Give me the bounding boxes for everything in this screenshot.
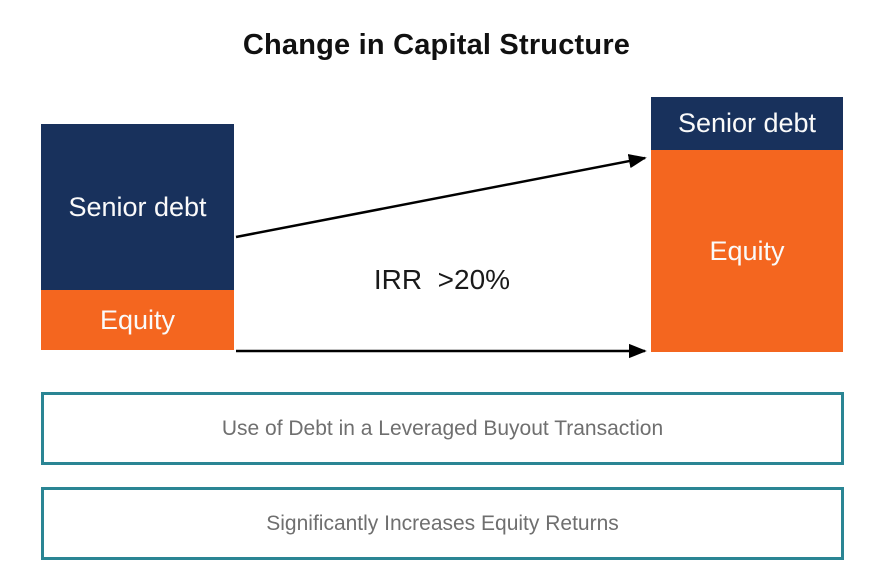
irr-annotation: IRR >20% [373, 264, 511, 295]
callout-use-of-debt-text: Use of Debt in a Leveraged Buyout Transa… [221, 416, 664, 440]
after-senior-debt-segment: Senior debt [651, 97, 843, 150]
capital-bar-after: Senior debt Equity [651, 97, 843, 352]
after-equity-label: Equity [709, 235, 785, 266]
diagonal-arrow [235, 154, 647, 239]
after-senior-debt-label: Senior debt [677, 108, 817, 138]
before-senior-debt-label: Senior debt [68, 191, 207, 222]
capital-bar-before: Senior debt Equity [41, 124, 234, 350]
before-equity-label: Equity [99, 304, 176, 335]
callout-equity-returns: Significantly Increases Equity Returns [41, 487, 844, 560]
callout-equity-returns-text: Significantly Increases Equity Returns [266, 511, 619, 535]
callout-use-of-debt: Use of Debt in a Leveraged Buyout Transa… [41, 392, 844, 465]
before-equity-segment: Equity [41, 290, 234, 350]
before-senior-debt-segment: Senior debt [41, 124, 234, 290]
after-equity-segment: Equity [651, 150, 843, 352]
diagram-title: Change in Capital Structure [242, 29, 631, 61]
